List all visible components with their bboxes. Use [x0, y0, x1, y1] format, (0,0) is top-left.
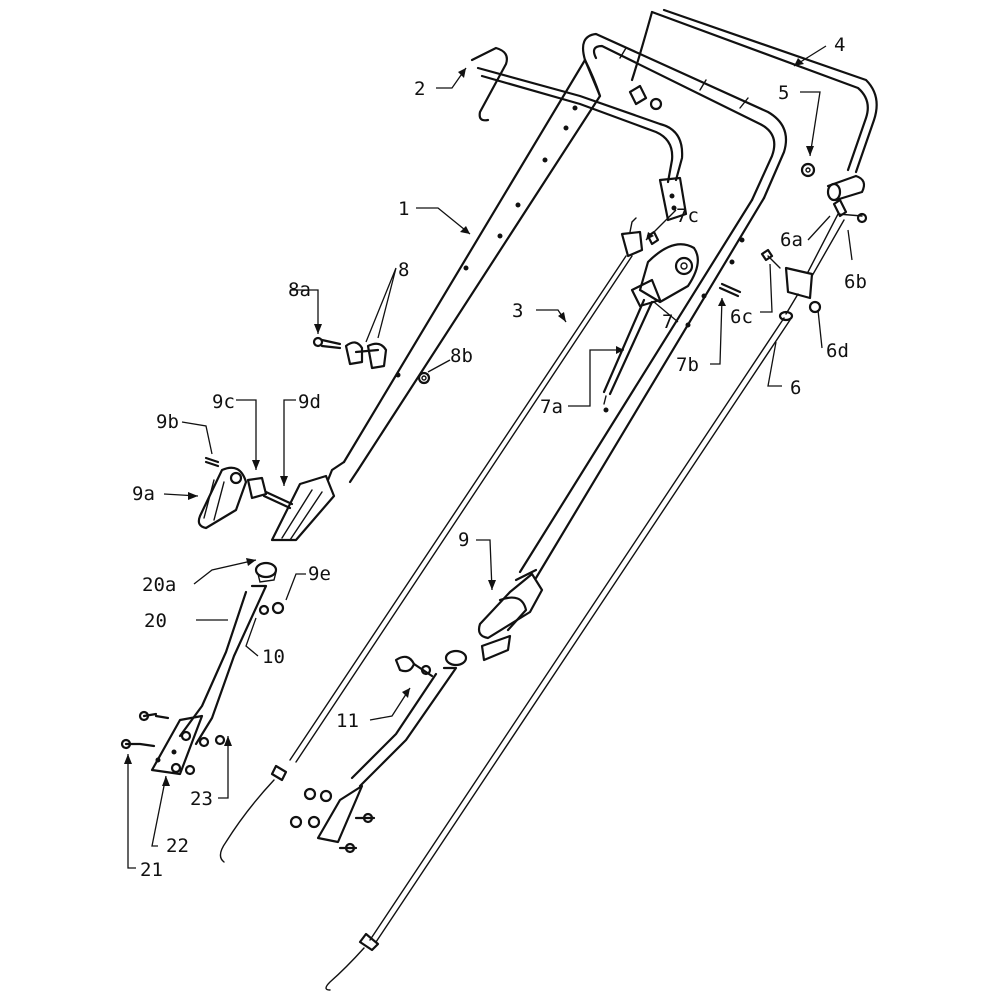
- part-11-right-lower-leg: [289, 649, 468, 854]
- leader-lines: [124, 45, 853, 869]
- callout-6: 6: [790, 377, 801, 399]
- callout-labels: 2 1 3 4 5 7c 7 7a 7b 6a 6b 6c 6d 6 8a 8 …: [132, 34, 867, 881]
- part-8b-nut: [417, 371, 431, 385]
- callout-23: 23: [190, 788, 213, 810]
- callout-6c: 6c: [730, 306, 753, 328]
- callout-6d: 6d: [826, 340, 849, 362]
- part-9c-plate: [246, 476, 268, 500]
- part-9-right-lever: [477, 568, 544, 662]
- callout-9e: 9e: [308, 563, 331, 585]
- callout-1: 1: [398, 198, 409, 220]
- part-6d-nut: [808, 300, 822, 314]
- part-6-cable-assembly: [325, 213, 863, 991]
- part-9a-lever: [197, 466, 248, 530]
- callout-20: 20: [144, 610, 167, 632]
- callout-9d: 9d: [298, 391, 321, 413]
- part-7c-fitting: [219, 217, 660, 863]
- callout-8b: 8b: [450, 345, 473, 367]
- part-6c-bolt: [760, 248, 781, 269]
- callout-9c: 9c: [212, 391, 235, 413]
- part-3-right-handle-tube: [518, 196, 766, 580]
- part-1-left-handle-tube: [326, 58, 602, 484]
- callout-9a: 9a: [132, 483, 155, 505]
- part-8a-bolt: [312, 336, 342, 350]
- callout-22: 22: [166, 835, 189, 857]
- part-9-left-lower-sleeve: [270, 474, 336, 542]
- callout-9b: 9b: [156, 411, 179, 433]
- part-6a-fitting: [832, 198, 848, 218]
- part-10-washer: [258, 604, 270, 616]
- part-9e-nut: [271, 601, 285, 615]
- callout-2: 2: [414, 78, 425, 100]
- callout-8: 8: [398, 259, 409, 281]
- callout-20a: 20a: [142, 574, 176, 596]
- callout-7b: 7b: [676, 354, 699, 376]
- part-6b-nut: [856, 212, 868, 224]
- callout-7: 7: [662, 311, 673, 333]
- part-20-left-lower-leg: [150, 584, 268, 776]
- callout-5: 5: [778, 82, 789, 104]
- callout-3: 3: [512, 300, 523, 322]
- callout-21: 21: [140, 859, 163, 881]
- callout-6a: 6a: [780, 229, 803, 251]
- part-4-top-bar: [630, 8, 878, 174]
- part-7b-bolt: [718, 282, 742, 298]
- part-21-bolts: [120, 710, 170, 750]
- part-22-washers: [170, 730, 196, 776]
- part-7a-spring-rod: [602, 298, 654, 405]
- callout-10: 10: [262, 646, 285, 668]
- part-8-clamp: [344, 341, 388, 370]
- callout-6b: 6b: [844, 271, 867, 293]
- part-5-washer: [800, 162, 816, 178]
- part-2-control-bail: [470, 46, 688, 222]
- part-20a-cap: [254, 561, 278, 583]
- part-9b-pin: [204, 456, 220, 468]
- callout-7c: 7c: [676, 205, 699, 227]
- part-4-knob: [628, 84, 866, 202]
- callout-9: 9: [458, 529, 469, 551]
- part-9d-bolt: [262, 490, 294, 510]
- callout-4: 4: [834, 34, 845, 56]
- callout-7a: 7a: [540, 396, 563, 418]
- part-7-bracket: [630, 243, 699, 308]
- callout-11: 11: [336, 710, 359, 732]
- callout-8a: 8a: [288, 279, 311, 301]
- part-23-nuts: [198, 734, 226, 748]
